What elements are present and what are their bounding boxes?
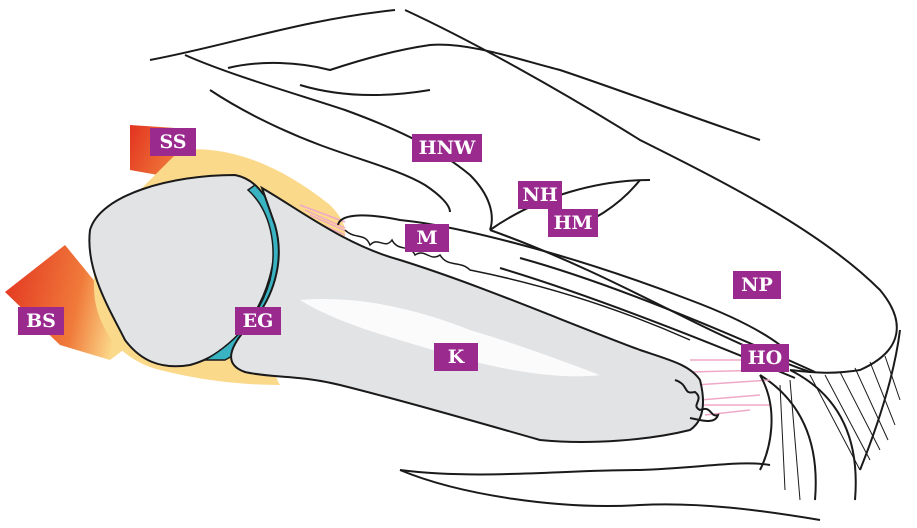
label-hm: HM	[548, 209, 598, 237]
label-ss: SS	[150, 128, 196, 156]
middle-phalanx	[231, 188, 703, 442]
label-nh: NH	[518, 181, 562, 209]
hyponychium-outline	[760, 375, 772, 470]
label-hnw: HNW	[412, 134, 482, 162]
nail-texture	[780, 356, 900, 500]
label-m: M	[405, 224, 449, 252]
label-bs: BS	[18, 307, 64, 335]
label-ho: HO	[741, 344, 789, 372]
label-np: NP	[733, 271, 781, 299]
label-k: K	[434, 343, 478, 371]
label-eg: EG	[235, 307, 281, 335]
